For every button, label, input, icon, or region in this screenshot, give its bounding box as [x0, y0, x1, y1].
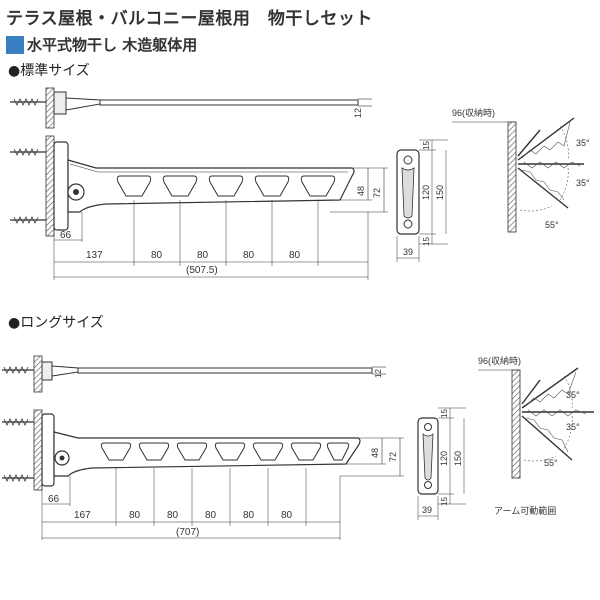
dim-seg-2: 80	[129, 510, 141, 521]
subtitle-text: 水平式物干し 木造躯体用	[27, 36, 198, 54]
dim-bracket-mid: 120	[421, 185, 431, 200]
dim-seg-5: 80	[289, 250, 301, 261]
long-drawing: 12 48 72 66	[2, 355, 594, 540]
wall-hatch	[45, 87, 55, 129]
dim-seg-6: 80	[281, 510, 293, 521]
wall-hatch	[507, 121, 517, 233]
dim-total: (507.5)	[186, 265, 218, 276]
subtitle: 水平式物干し 木造躯体用	[6, 34, 197, 55]
dim-bracket-bottom: 15	[422, 237, 431, 246]
screw-icon	[2, 474, 34, 482]
screw-icon	[2, 366, 34, 374]
rod-top-view	[99, 99, 359, 106]
dim-arm-outer: 72	[388, 452, 398, 462]
arm-side-view	[53, 431, 361, 477]
dim-bracket-top: 15	[422, 141, 431, 150]
dim-arm-inner: 48	[370, 448, 380, 458]
arm-range-label: アーム可動範囲	[494, 505, 556, 516]
dim-seg-4: 80	[205, 510, 217, 521]
dim-offset: 66	[48, 494, 60, 505]
dim-seg-1: 137	[86, 250, 103, 261]
wall-hatch	[511, 369, 521, 479]
dim-seg-3: 80	[167, 510, 179, 521]
page-title: テラス屋根・バルコニー屋根用 物干しセット	[6, 9, 373, 29]
screw-icon	[10, 148, 46, 156]
screw-icon	[10, 216, 46, 224]
stowed-label: 96(収納時)	[478, 355, 521, 366]
dim-offset: 66	[60, 230, 72, 241]
dim-bracket-top: 15	[440, 409, 449, 418]
dim-seg-3: 80	[197, 250, 209, 261]
dim-bracket-width: 39	[422, 505, 432, 515]
angle-label-2: 35°	[576, 178, 590, 188]
dim-bracket-total: 150	[435, 185, 445, 200]
dim-seg-2: 80	[151, 250, 163, 261]
blue-square-icon	[6, 35, 24, 54]
rod-top-view	[77, 367, 373, 374]
angle-label-1: 35°	[566, 390, 580, 400]
dim-rod-thickness: 12	[374, 369, 383, 378]
dim-total: (707)	[176, 527, 199, 538]
long-heading: ●ロングサイズ	[8, 315, 104, 331]
dim-seg-5: 80	[243, 510, 255, 521]
angle-label-1: 35°	[576, 138, 590, 148]
dim-rod-thickness: 12	[353, 108, 363, 118]
wall-hatch	[33, 409, 43, 491]
screw-icon	[10, 98, 46, 106]
standard-heading: ●標準サイズ	[8, 63, 90, 79]
screw-icon	[2, 418, 34, 426]
dim-seg-4: 80	[243, 250, 255, 261]
standard-drawing: 12 48 72	[10, 87, 590, 280]
stowed-label: 96(収納時)	[452, 107, 495, 118]
dim-seg-1: 167	[74, 510, 91, 521]
angle-label-2: 35°	[566, 422, 580, 432]
arm-range-icon	[521, 367, 594, 461]
dim-bracket-bottom: 15	[440, 497, 449, 506]
dim-bracket-total: 150	[453, 451, 463, 466]
angle-label-3: 55°	[544, 458, 558, 468]
wall-hatch	[33, 355, 43, 393]
dim-bracket-mid: 120	[439, 451, 449, 466]
dim-arm-outer: 72	[372, 188, 382, 198]
arm-side-view	[67, 159, 355, 213]
angle-label-3: 55°	[545, 220, 559, 230]
dim-bracket-width: 39	[403, 247, 413, 257]
dim-arm-inner: 48	[356, 186, 366, 196]
wall-hatch	[45, 135, 55, 237]
